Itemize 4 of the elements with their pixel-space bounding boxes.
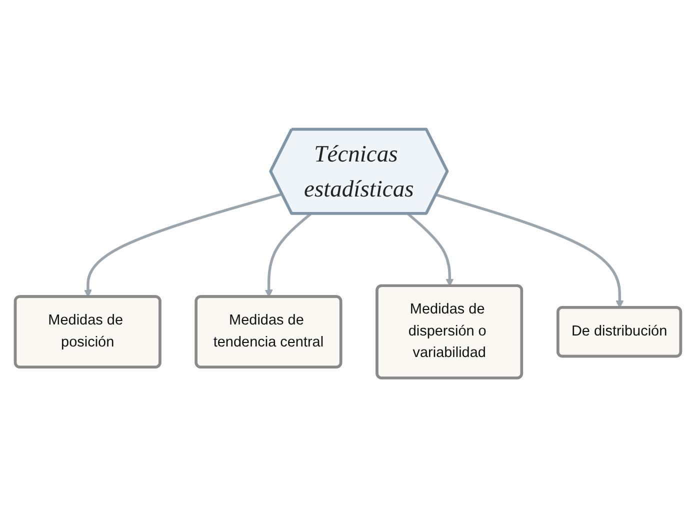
arrow [435, 194, 624, 309]
arrow [406, 213, 454, 287]
arrow [264, 213, 312, 298]
arrow [84, 193, 282, 298]
